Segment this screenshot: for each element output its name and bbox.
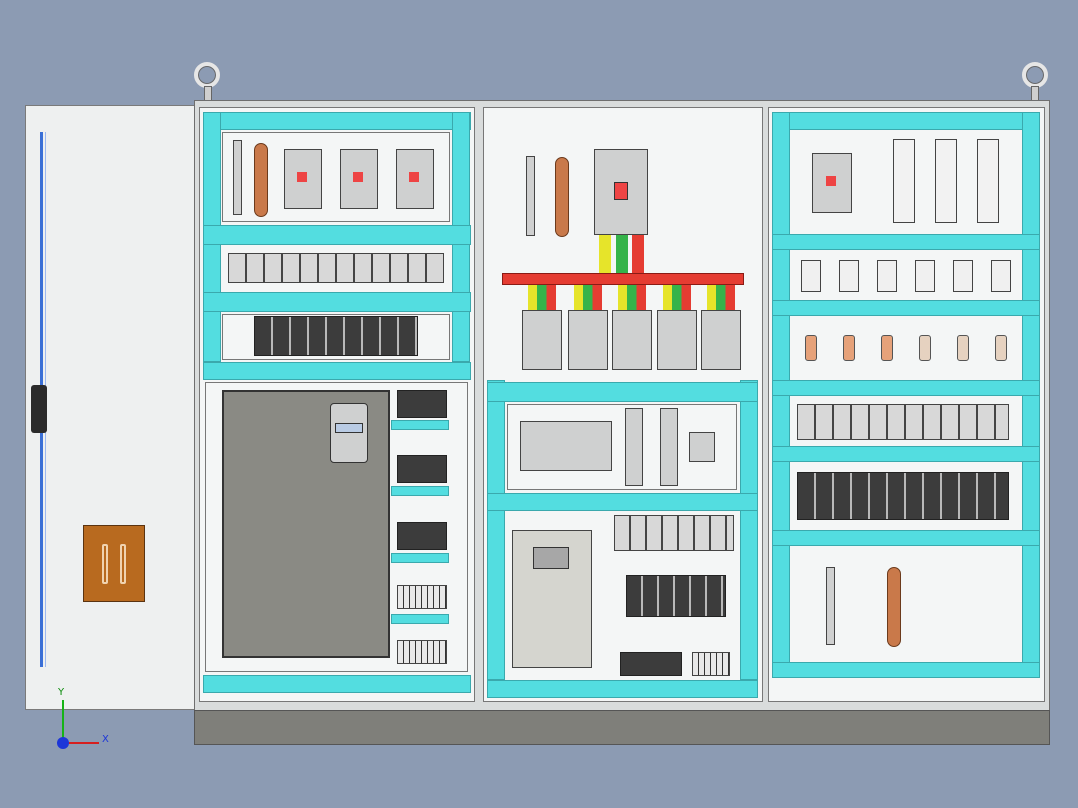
- fuse-holder-1[interactable]: [893, 139, 915, 223]
- isolator-5[interactable]: [953, 260, 973, 292]
- middle-mccb-2[interactable]: [568, 310, 608, 370]
- small-relay: [689, 432, 715, 462]
- feeder-phases-1: [528, 285, 556, 310]
- main-breaker-window: [614, 182, 628, 200]
- middle-mccb-1[interactable]: [522, 310, 562, 370]
- isolator-6[interactable]: [991, 260, 1011, 292]
- middle-mccb-3[interactable]: [612, 310, 652, 370]
- vfd-display: [335, 423, 363, 433]
- middle-rail-left: [487, 380, 505, 680]
- left-rail-top: [203, 112, 471, 130]
- right-rail-mid3: [772, 380, 1040, 396]
- middle-mccb-5[interactable]: [701, 310, 741, 370]
- middle-mccb-4[interactable]: [657, 310, 697, 370]
- left-lower-rail-4: [391, 614, 449, 624]
- right-contactor-row: [797, 472, 1009, 520]
- door-document-holder: [83, 525, 145, 602]
- indicator-5: [957, 335, 969, 361]
- middle-terminal-block: [692, 652, 730, 676]
- middle-rail-mid1: [487, 382, 758, 402]
- axis-x-line: [63, 742, 99, 744]
- left-rail-mid1: [203, 225, 471, 245]
- middle-terminal-strip: [526, 156, 535, 236]
- axis-origin: [57, 737, 69, 749]
- mccb-3-window: [409, 172, 419, 182]
- indicator-1: [805, 335, 817, 361]
- mccb-2-window: [353, 172, 363, 182]
- feeder-phases-4: [663, 285, 691, 310]
- terminal-block-1: [397, 585, 447, 609]
- document-slot-right: [120, 544, 126, 584]
- axis-x-label: X: [102, 734, 109, 745]
- breaker-block-3[interactable]: [397, 522, 447, 550]
- isolator-1[interactable]: [801, 260, 821, 292]
- right-rail-top: [772, 112, 1040, 130]
- fuse-holder-2[interactable]: [935, 139, 957, 223]
- axis-y-line: [62, 700, 64, 742]
- isolator-3[interactable]: [877, 260, 897, 292]
- right-rail-mid2: [772, 300, 1040, 316]
- middle-breaker-block[interactable]: [620, 652, 682, 676]
- isolator-4[interactable]: [915, 260, 935, 292]
- fuse-holder-3[interactable]: [977, 139, 999, 223]
- contactor-row: [254, 316, 418, 356]
- isolator-2[interactable]: [839, 260, 859, 292]
- feeder-phases-3: [618, 285, 646, 310]
- right-rail-bottom: [772, 662, 1040, 678]
- right-copper-busbar: [887, 567, 901, 647]
- feeder-phases-5: [707, 285, 735, 310]
- left-lower-rail-2: [391, 486, 449, 496]
- mccb-1-window: [297, 172, 307, 182]
- phase-green-main: [616, 235, 628, 273]
- middle-rail-right: [740, 380, 758, 680]
- right-rail-mid5: [772, 530, 1040, 546]
- plc[interactable]: [520, 421, 612, 471]
- middle-contactor-row: [626, 575, 726, 617]
- feeder-phases-2: [574, 285, 602, 310]
- right-rail-mid4: [772, 446, 1040, 462]
- axis-y-label: Y: [58, 687, 65, 698]
- indicator-4: [919, 335, 931, 361]
- soft-starter-display: [533, 547, 569, 569]
- document-slot-left: [102, 544, 108, 584]
- breaker-block-2[interactable]: [397, 455, 447, 483]
- right-rail-mid1: [772, 234, 1040, 250]
- phase-red-main: [632, 235, 644, 273]
- breaker-block-1[interactable]: [397, 390, 447, 418]
- phase-yellow-main: [599, 235, 611, 273]
- middle-rail-mid2: [487, 493, 758, 511]
- vfd-keypad[interactable]: [330, 403, 368, 463]
- right-terminal-strip: [826, 567, 835, 645]
- relay-row: [228, 253, 444, 283]
- left-lower-rail-3: [391, 553, 449, 563]
- lifting-eye-right: [1022, 62, 1048, 88]
- left-rail-mid3: [203, 362, 471, 380]
- copper-busbar: [254, 143, 268, 217]
- middle-rail-bottom: [487, 680, 758, 698]
- indicator-3: [881, 335, 893, 361]
- indicator-6: [995, 335, 1007, 361]
- middle-relay-row: [614, 515, 734, 551]
- power-supply-1: [625, 408, 643, 486]
- right-relay-row: [797, 404, 1009, 440]
- plinth: [194, 710, 1050, 745]
- indicator-2: [843, 335, 855, 361]
- red-busbar: [502, 273, 744, 285]
- left-rail-mid2: [203, 292, 471, 312]
- power-supply-2: [660, 408, 678, 486]
- left-lower-rail-1: [391, 420, 449, 430]
- door-handle[interactable]: [31, 385, 47, 433]
- terminal-block-2: [397, 640, 447, 664]
- left-rail-bottom: [203, 675, 471, 693]
- lifting-eye-left: [194, 62, 220, 88]
- cabinet-door[interactable]: [25, 105, 197, 710]
- terminal-strip: [233, 140, 242, 215]
- middle-copper-busbar: [555, 157, 569, 237]
- right-mccb-window: [826, 176, 836, 186]
